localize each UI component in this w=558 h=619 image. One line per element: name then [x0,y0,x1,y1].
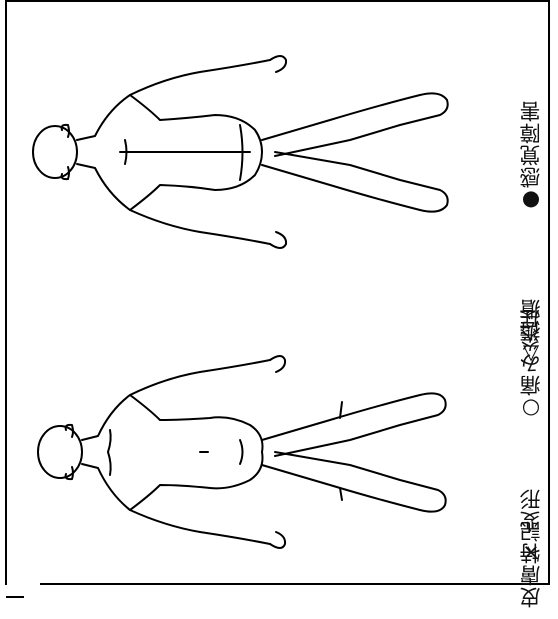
legend-sensory-disorder: ●感覚障害 [519,100,543,213]
skin-notes-title: 皮膚特記 [519,520,543,608]
legend-pressure-ulcer: △褥瘡 [519,298,543,367]
front-head [38,426,82,478]
back-head [33,126,77,178]
front-body-figure [38,356,446,548]
back-body-figure [33,56,448,248]
